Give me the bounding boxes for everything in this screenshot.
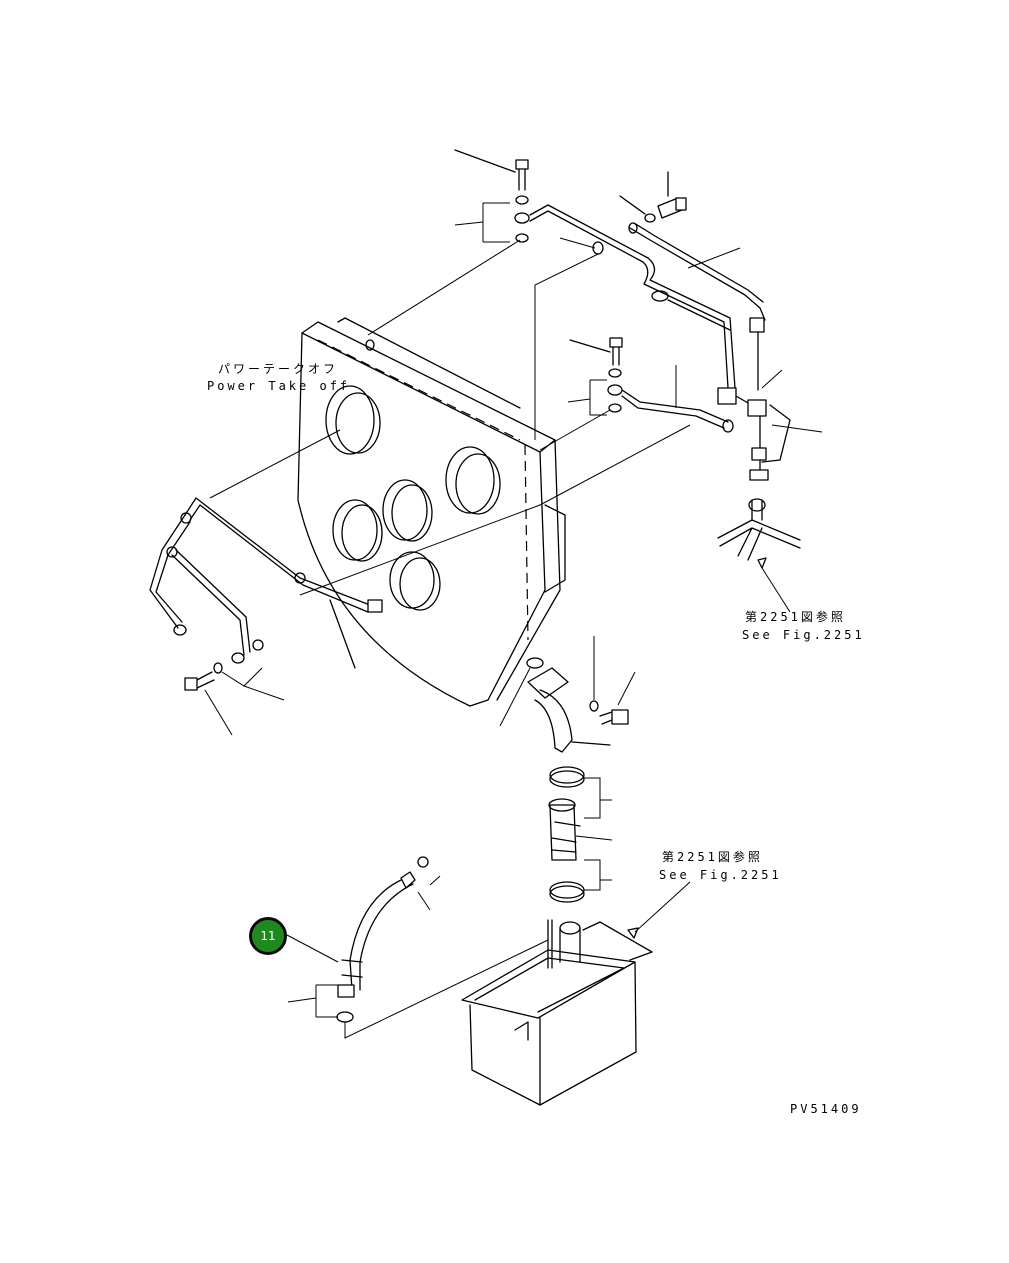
reference-label-lower-jp: 第2251図参照 (662, 850, 763, 864)
power-take-off-housing (297, 317, 566, 707)
tube-item-11 (286, 856, 549, 1039)
callout-number: 11 (260, 929, 276, 943)
hose-assembly (499, 636, 636, 903)
callout-badge-11[interactable]: 11 (249, 917, 287, 955)
pto-label-en: Power Take off (207, 379, 351, 393)
reference-label-upper-jp: 第2251図参照 (745, 610, 846, 624)
middle-pipe-assembly (299, 337, 734, 596)
branch-fitting-upper (717, 498, 801, 613)
reference-label-lower-en: See Fig.2251 (659, 868, 782, 882)
drawing-code: PV51409 (790, 1102, 862, 1116)
left-pipe-assembly (149, 429, 383, 736)
pto-label-jp: パワーテークオフ (218, 362, 339, 376)
reference-label-upper-en: See Fig.2251 (742, 628, 865, 642)
upper-pipe-assembly (365, 149, 823, 481)
tank (461, 881, 691, 1106)
